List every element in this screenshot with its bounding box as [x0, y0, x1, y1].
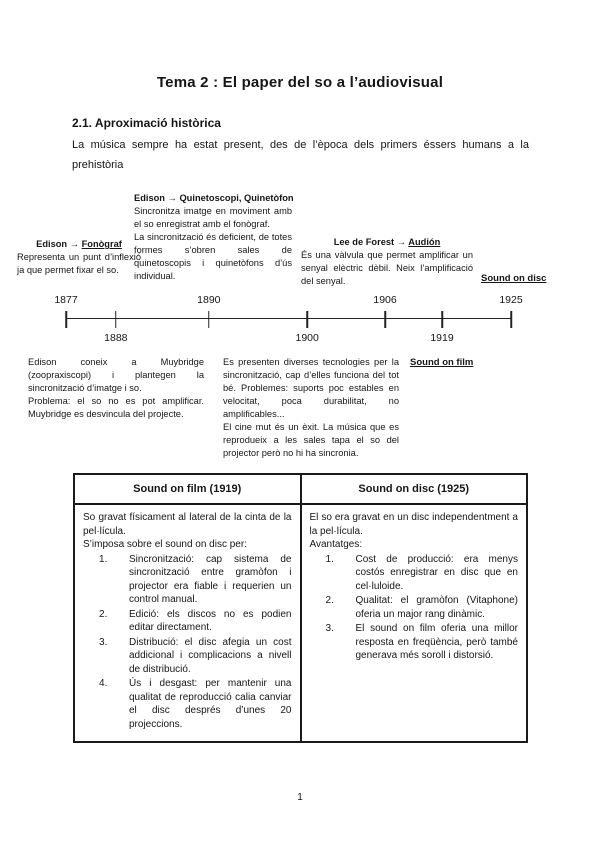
table-list-item: Edició: els discos no es podien editar d… [99, 608, 292, 634]
timeline-tick-1888 [115, 311, 117, 328]
sound-on-film-label: Sound on film [410, 357, 474, 368]
note-fonograf-body: Representa un punt d’inflexió ja que per… [17, 252, 141, 275]
table-body-row: So gravat físicament al lateral de la ci… [73, 503, 528, 743]
note-quinetoscopi-title: Edison → Quinetoscopi, Quinetòfon [134, 193, 294, 203]
timeline-year-1877: 1877 [54, 294, 78, 306]
table-list-item: Sincronització: cap sistema de sincronit… [99, 553, 292, 606]
timeline-tick-1900 [306, 311, 308, 328]
note-audion-title-prefix: Lee de Forest → [333, 237, 409, 247]
timeline-year-1890: 1890 [197, 294, 221, 306]
timeline-tick-1906 [384, 311, 386, 328]
timeline-year-1900: 1900 [295, 332, 319, 344]
timeline-tick-1890 [208, 311, 210, 328]
note-audion-title: Lee de Forest → Audión [301, 236, 473, 249]
table-cell-sound-on-film: So gravat físicament al lateral de la ci… [73, 503, 302, 743]
note-fonograf: Edison → Fonògraf Representa un punt d’i… [17, 238, 141, 277]
note-tecnologies: Es presenten diverses tecnologies per la… [223, 356, 399, 460]
comparison-table: Sound on film (1919) Sound on disc (1925… [73, 473, 528, 743]
note-fonograf-title: Edison → Fonògraf [17, 238, 141, 251]
disc-list: Cost de producció: era menys costós enre… [326, 553, 519, 663]
film-lead: So gravat físicament al lateral de la ci… [83, 512, 292, 537]
disc-list-intro: Avantatges: [309, 539, 363, 550]
table-list-item: Distribució: el disc afegia un cost addi… [99, 636, 292, 675]
table-header-row: Sound on film (1919) Sound on disc (1925… [73, 473, 528, 505]
note-audion-body: És una vàlvula que permet amplificar un … [301, 250, 473, 286]
note-fonograf-title-prefix: Edison → [36, 239, 82, 249]
timeline-year-1888: 1888 [104, 332, 128, 344]
timeline-tick-1925 [510, 311, 512, 328]
timeline-year-1925: 1925 [499, 294, 523, 306]
note-quinetoscopi-body: Sincronitza imatge en moviment amb el so… [134, 206, 292, 281]
note-fonograf-title-term: Fonògraf [81, 239, 122, 249]
timeline-year-1919: 1919 [430, 332, 454, 344]
timeline-tick-1877 [65, 311, 67, 328]
page-number: 1 [297, 792, 303, 803]
timeline-axis-line [66, 318, 511, 319]
table-list-item: El sound on film oferia una millor respo… [326, 622, 519, 661]
film-list-intro: S’imposa sobre el sound on disc per: [83, 539, 247, 550]
table-list-item: Qualitat: el gramòfon (Vitaphone) oferia… [326, 594, 519, 620]
table-header-sound-on-film: Sound on film (1919) [73, 473, 302, 505]
section-heading: 2.1. Aproximació històrica [72, 116, 221, 130]
note-muybridge-body: Edison coneix a Muybridge (zoopraxiscopi… [28, 357, 204, 419]
table-header-sound-on-disc: Sound on disc (1925) [299, 473, 528, 505]
table-list-item: Cost de producció: era menys costós enre… [326, 553, 519, 592]
note-audion-title-term: Audión [408, 237, 441, 247]
timeline-tick-1919 [441, 311, 443, 328]
timeline: 1877 1888 1890 1900 1906 1919 1925 [54, 294, 522, 344]
intro-paragraph: La música sempre ha estat present, des d… [72, 139, 529, 171]
note-tecnologies-body: Es presenten diverses tecnologies per la… [223, 357, 399, 458]
sound-on-disc-label: Sound on disc [481, 273, 547, 284]
page-title: Tema 2 : El paper del so a l’audiovisual [156, 74, 444, 91]
table-cell-sound-on-disc: El so era gravat en un disc independentm… [299, 503, 528, 743]
disc-lead: El so era gravat en un disc independentm… [309, 512, 519, 537]
note-quinetoscopi: Edison → Quinetoscopi, Quinetòfon Sincro… [134, 192, 294, 283]
timeline-diagram: Edison → Quinetoscopi, Quinetòfon Sincro… [17, 192, 547, 460]
table-list-item: Ús i desgast: per mantenir una qualitat … [99, 677, 292, 730]
timeline-year-1906: 1906 [373, 294, 397, 306]
note-audion: Lee de Forest → Audión És una vàlvula qu… [301, 236, 473, 288]
note-muybridge: Edison coneix a Muybridge (zoopraxiscopi… [28, 356, 204, 421]
film-list: Sincronització: cap sistema de sincronit… [99, 553, 292, 732]
